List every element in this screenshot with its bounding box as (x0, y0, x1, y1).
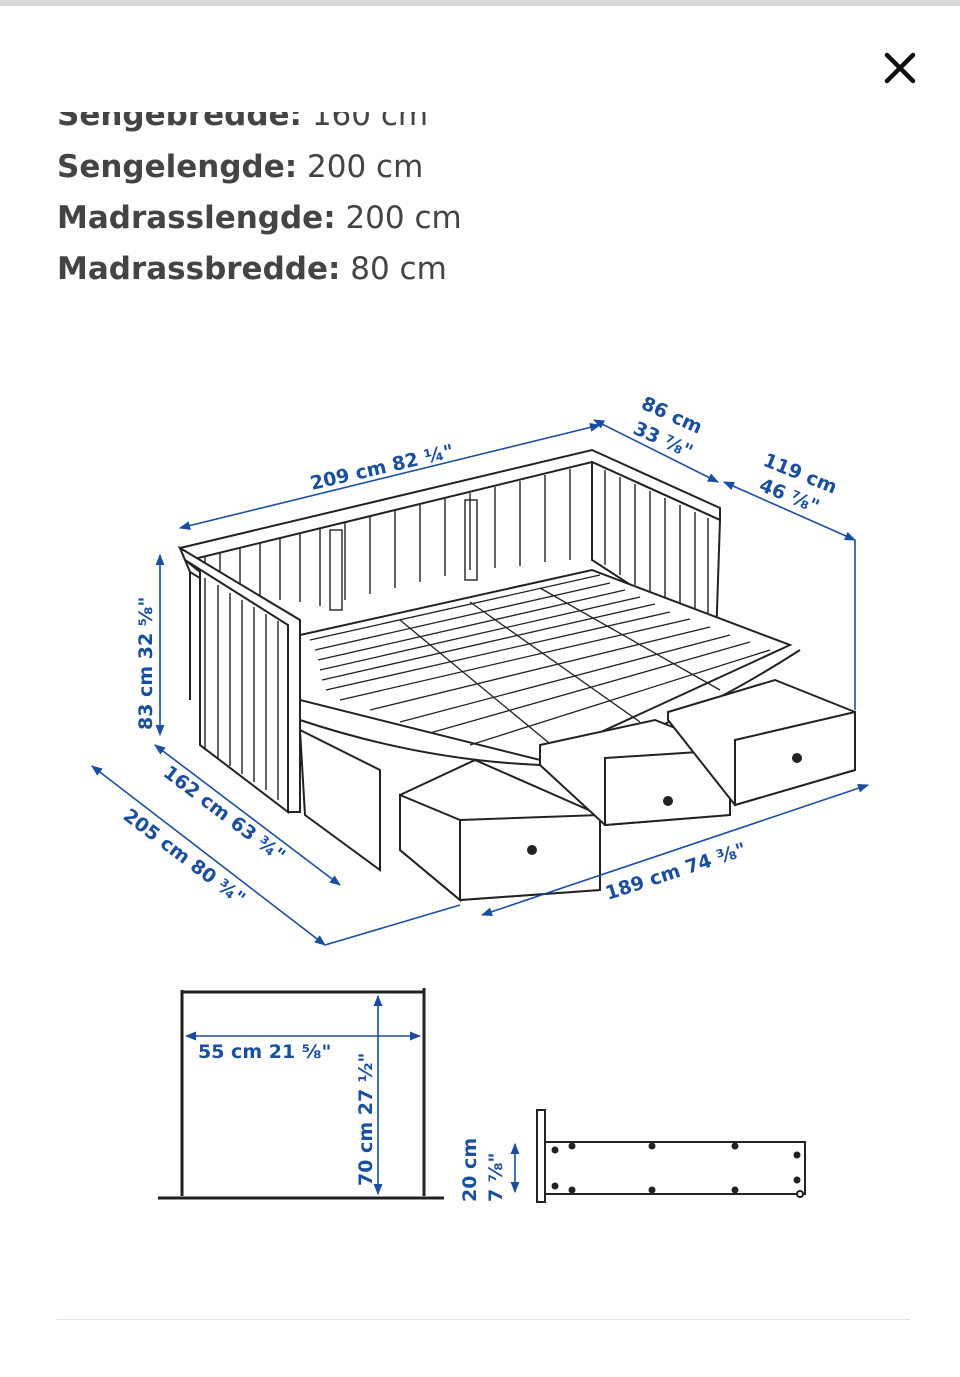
spec-list: Sengebredde: 160 cm Sengelengde: 200 cm … (57, 112, 877, 312)
close-button[interactable] (872, 40, 928, 96)
spec-value: 200 cm (345, 200, 462, 236)
close-icon (884, 52, 916, 84)
daybed-illustration (177, 448, 856, 903)
drawer-side-view (536, 1109, 806, 1203)
divider (57, 1319, 910, 1320)
spec-row-mattress-width: Madrassbredde: 80 cm (57, 244, 877, 295)
dim-drawer-length: 189 cm 74 ⅜" (603, 839, 749, 905)
top-strip (0, 0, 960, 6)
dim-drawer-inner-width: 55 cm 21 ⅝" (198, 1041, 331, 1063)
dimension-lines (91, 419, 870, 946)
spec-row-mattress-length: Madrasslengde: 200 cm (57, 193, 877, 244)
dim-drawer-height-cm: 20 cm (459, 1138, 481, 1202)
spec-row-bed-length: Sengelengde: 200 cm (57, 142, 877, 193)
drawer-top-view (158, 988, 444, 1200)
dim-height: 83 cm 32 ⅝" (135, 597, 157, 730)
spec-label: Madrasslengde: (57, 200, 336, 236)
spec-value: 200 cm (307, 149, 424, 185)
spec-value: 80 cm (350, 251, 447, 287)
spec-value: 160 cm (311, 112, 429, 133)
dim-drawer-height-in: 7 ⅞" (485, 1153, 507, 1202)
dimension-diagram: 209 cm 82 ¼" 86 cm 33 ⅞" 119 cm 46 ⅞" 83… (91, 392, 870, 1203)
spec-label: Sengebredde: (57, 112, 302, 133)
spec-row-bed-width: Sengebredde: 160 cm (57, 112, 877, 142)
dim-drawer-inner-depth: 70 cm 27 ½" (355, 1053, 377, 1186)
spec-label: Madrassbredde: (57, 251, 341, 287)
spec-label: Sengelengde: (57, 149, 298, 185)
